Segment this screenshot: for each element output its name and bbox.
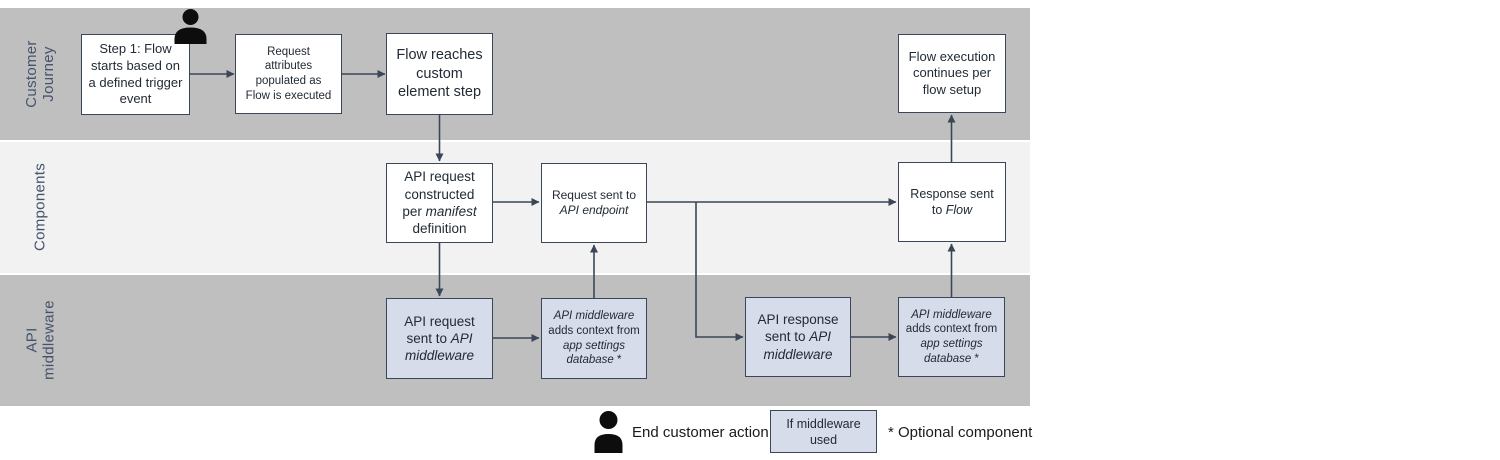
box-text-segment: API middleware	[911, 308, 992, 321]
box-text-segment: API endpoint	[559, 203, 629, 217]
box-text-segment: Flow	[945, 203, 973, 217]
box-label: If middleware used	[777, 416, 870, 448]
box-text-segment: API middleware	[553, 310, 635, 323]
flow-box-api-request-middleware: API request sent to API middleware	[386, 298, 493, 379]
box-text-segment: Response sent to	[910, 187, 994, 217]
box-text-segment: adds context from	[905, 323, 998, 336]
box-text-segment: manifest	[425, 204, 477, 219]
lane-label-text: Customer Journey	[22, 40, 57, 108]
lane-label-text: API middleware	[23, 300, 58, 380]
box-label: Step 1: Flow starts based on a defined t…	[88, 41, 183, 108]
box-text-segment: Request attributes populated as Flow is …	[245, 45, 332, 102]
lane-label-text: Components	[31, 162, 49, 252]
box-text-segment: adds context from	[548, 324, 640, 337]
box-text-segment: Step 1: Flow starts based on a defined t…	[88, 41, 183, 107]
box-text-segment: Flow execution continues per flow setup	[908, 48, 996, 97]
box-text-segment: Flow reaches custom element step	[396, 47, 483, 101]
box-label: API middleware adds context from app set…	[548, 309, 640, 368]
lane-api-middleware	[0, 275, 1030, 406]
flow-box-middleware-context-request: API middleware adds context from app set…	[541, 298, 647, 379]
legend-optional-component-label: * Optional component	[888, 424, 1033, 441]
flow-box-flow-reaches: Flow reaches custom element step	[386, 33, 493, 115]
box-text-segment: If middleware used	[786, 416, 861, 447]
box-text-segment: API response sent to	[757, 312, 839, 345]
flow-box-response-sent-flow: Response sent to Flow	[898, 162, 1006, 242]
legend-end-customer-icon	[594, 411, 623, 453]
flow-box-request-attributes: Request attributes populated as Flow is …	[235, 34, 342, 114]
box-text-segment: API request sent to	[404, 313, 475, 346]
flow-box-flow-execution: Flow execution continues per flow setup	[898, 34, 1006, 113]
lane-components	[0, 142, 1030, 273]
box-label: API request sent to API middleware	[393, 313, 486, 365]
box-label: Flow execution continues per flow setup	[905, 49, 999, 99]
box-text-segment: API middleware	[763, 329, 833, 362]
flow-box-middleware-context-response: API middleware adds context from app set…	[898, 297, 1005, 377]
box-label: Flow reaches custom element step	[393, 46, 486, 102]
box-label: Request attributes populated as Flow is …	[242, 45, 335, 104]
lane-label-api-middleware: API middleware	[5, 275, 77, 406]
box-label: Request sent to API endpoint	[548, 188, 640, 219]
box-text-segment: app settings database	[562, 339, 625, 367]
box-label: API middleware adds context from app set…	[905, 308, 998, 367]
flow-box-api-response-middleware: API response sent to API middleware	[745, 297, 851, 377]
legend-end-customer-label: End customer action	[632, 424, 769, 441]
box-text-segment: *	[613, 354, 622, 367]
legend-middleware-box: If middleware used	[770, 410, 877, 453]
flow-box-request-sent-endpoint: Request sent to API endpoint	[541, 163, 647, 243]
box-label: API response sent to API middleware	[752, 311, 844, 363]
box-text-segment: API request constructed per	[402, 169, 475, 219]
lane-label-components: Components	[5, 142, 77, 273]
end-customer-icon	[174, 9, 207, 44]
box-text-segment: API middleware	[404, 330, 475, 364]
box-text-segment: Request sent to	[551, 187, 637, 202]
box-text-segment: app settings database	[920, 338, 983, 365]
flow-box-step1: Step 1: Flow starts based on a defined t…	[81, 34, 190, 115]
flow-box-api-request-constructed: API request constructed per manifest def…	[386, 163, 493, 243]
box-label: API request constructed per manifest def…	[393, 168, 486, 237]
box-text-segment: *	[971, 352, 979, 365]
lane-label-customer-journey: Customer Journey	[4, 8, 76, 140]
box-label: Response sent to Flow	[905, 186, 999, 218]
box-text-segment: definition	[412, 221, 467, 237]
